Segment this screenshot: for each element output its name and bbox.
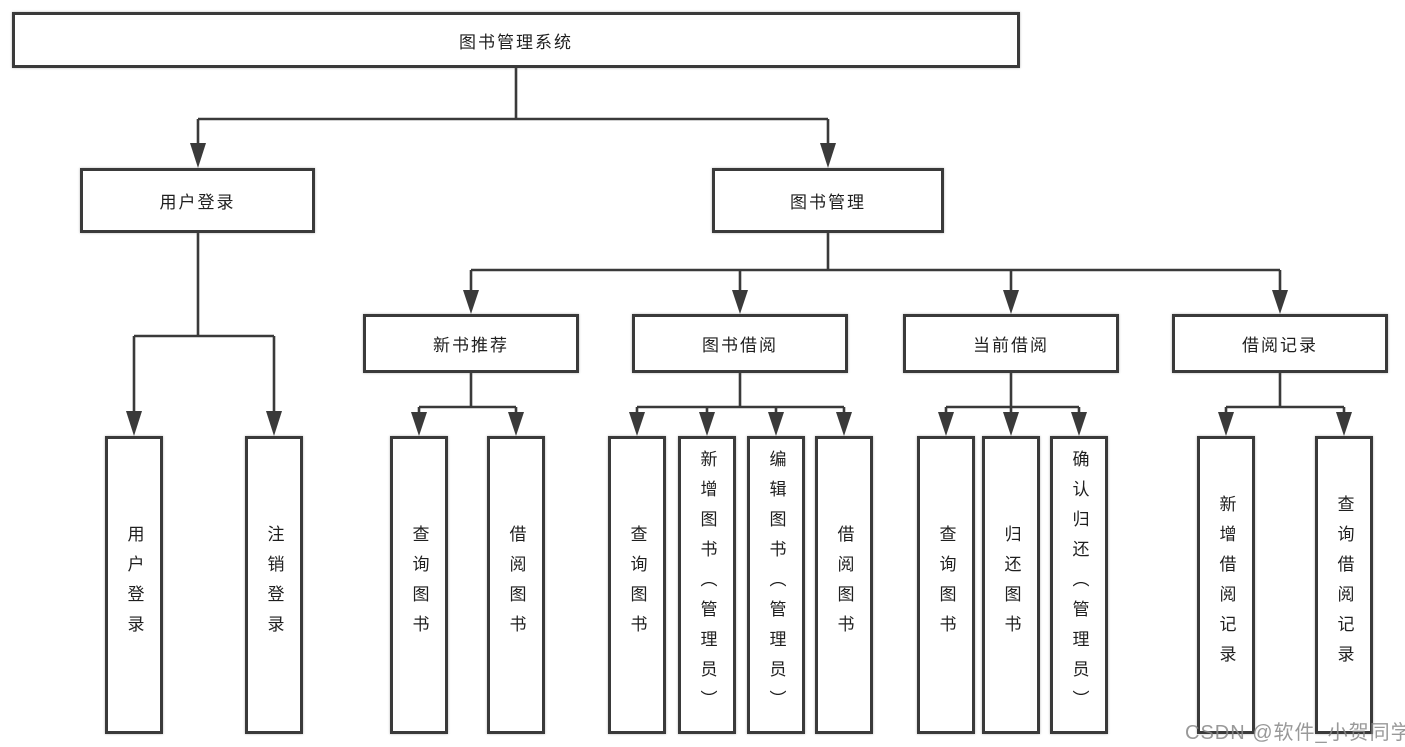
node-leaf-edit-books-admin: 编辑图书（管理员）	[747, 436, 805, 734]
edge-records-to-leaves	[1224, 373, 1346, 415]
leaf-label: 新增借阅记录	[1216, 495, 1236, 675]
node-leaf-user-login: 用户登录	[105, 436, 163, 734]
leaf-label: 编辑图书（管理员）	[766, 450, 786, 720]
leaf-label: 查询图书	[627, 525, 647, 645]
edge-root-to-level2	[196, 68, 830, 147]
node-user-login: 用户登录	[80, 168, 315, 233]
leaf-label: 借阅图书	[506, 525, 526, 645]
node-book-borrow-label: 图书借阅	[702, 336, 778, 355]
node-root-label: 图书管理系统	[459, 32, 573, 52]
node-borrow-records-label: 借阅记录	[1242, 336, 1318, 355]
leaf-label: 查询借阅记录	[1334, 495, 1354, 675]
node-new-book-recommend-label: 新书推荐	[433, 336, 509, 355]
node-user-login-label: 用户登录	[159, 193, 236, 212]
node-leaf-add-books-admin: 新增图书（管理员）	[678, 436, 736, 734]
leaf-label: 借阅图书	[834, 525, 854, 645]
edge-bookmgmt-to-level3	[469, 233, 1282, 293]
node-leaf-borrow-books-recommend: 借阅图书	[487, 436, 545, 734]
node-current-borrow-label: 当前借阅	[973, 336, 1049, 355]
node-new-book-recommend: 新书推荐	[363, 314, 579, 373]
arrowheads	[126, 143, 1352, 436]
leaf-label: 查询图书	[409, 525, 429, 645]
node-leaf-query-books-recommend: 查询图书	[390, 436, 448, 734]
node-leaf-confirm-return-admin: 确认归还（管理员）	[1050, 436, 1108, 734]
node-leaf-query-books-current: 查询图书	[917, 436, 975, 734]
csdn-watermark: CSDN @软件_小贺同学	[1185, 722, 1405, 744]
leaf-label: 查询图书	[936, 525, 956, 645]
node-book-management-label: 图书管理	[790, 193, 866, 212]
edge-current-to-leaves	[944, 373, 1081, 415]
leaf-label: 注销登录	[264, 525, 284, 645]
leaf-label: 归还图书	[1001, 525, 1021, 645]
node-leaf-logout: 注销登录	[245, 436, 303, 734]
node-book-borrow: 图书借阅	[632, 314, 848, 373]
node-leaf-query-books-borrow: 查询图书	[608, 436, 666, 734]
node-borrow-records: 借阅记录	[1172, 314, 1388, 373]
edge-borrow-to-leaves	[635, 373, 846, 415]
edge-newbook-to-leaves	[417, 373, 518, 415]
node-leaf-query-borrow-record: 查询借阅记录	[1315, 436, 1373, 734]
node-leaf-return-books: 归还图书	[982, 436, 1040, 734]
node-leaf-add-borrow-record: 新增借阅记录	[1197, 436, 1255, 734]
node-leaf-borrow-books: 借阅图书	[815, 436, 873, 734]
leaf-label: 确认归还（管理员）	[1069, 450, 1089, 720]
node-book-management: 图书管理	[712, 168, 944, 233]
leaf-label: 新增图书（管理员）	[697, 450, 717, 720]
edge-userlogin-to-leaves	[132, 233, 276, 414]
node-current-borrow: 当前借阅	[903, 314, 1119, 373]
leaf-label: 用户登录	[124, 525, 144, 645]
node-root-system: 图书管理系统	[12, 12, 1020, 68]
